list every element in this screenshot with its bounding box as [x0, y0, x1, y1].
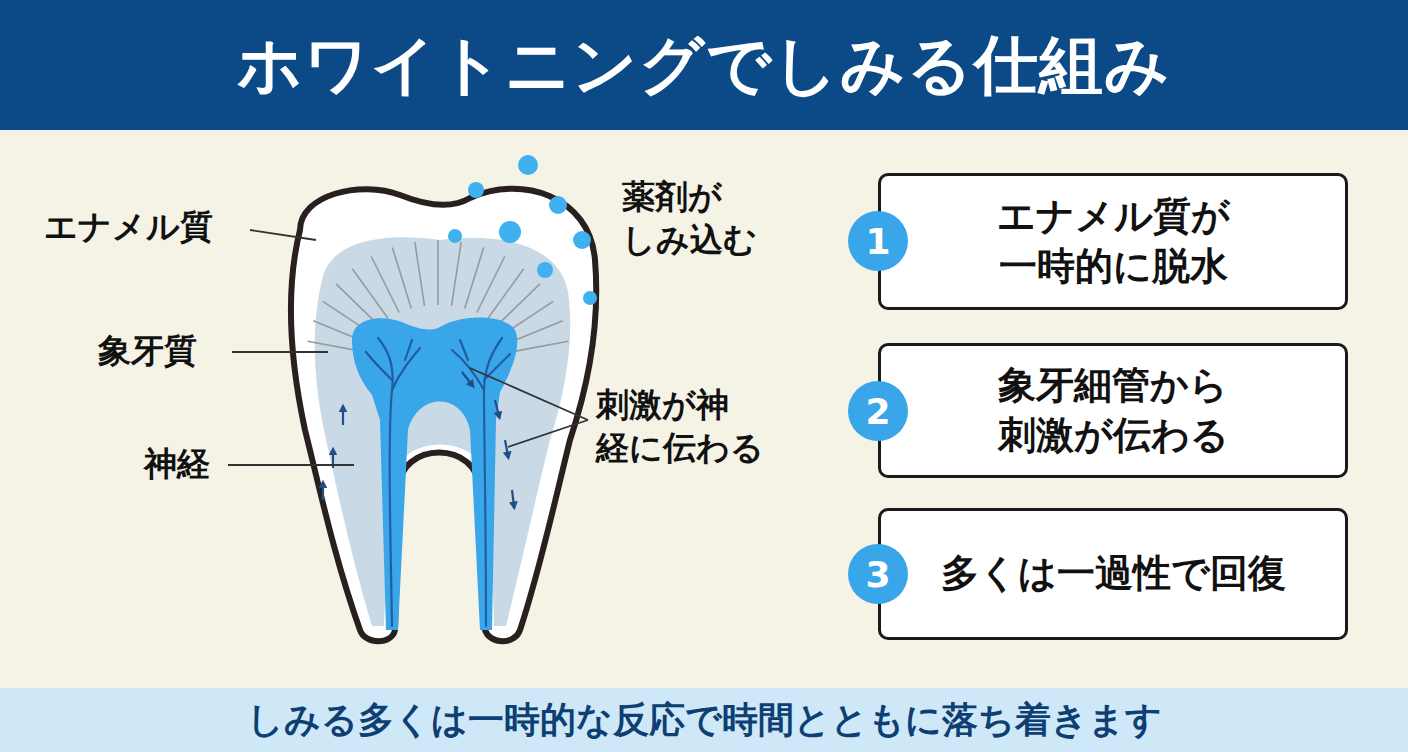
number-text: 2: [865, 391, 890, 432]
step-text: 多くは一過性で回復: [941, 549, 1286, 598]
number-text: 3: [865, 554, 890, 595]
step-box: 多くは一過性で回復: [878, 508, 1348, 640]
callout-number: 2: [848, 381, 908, 441]
callout-number: 1: [848, 211, 908, 271]
title: ホワイトニングでしみる仕組み: [237, 22, 1171, 109]
part-label: 神経: [144, 443, 210, 486]
pulp: [352, 317, 517, 630]
caption: しみる多くは一時的な反応で時間とともに落ち着きます: [247, 696, 1162, 745]
number-text: 1: [865, 221, 890, 262]
part-label: 象牙質: [98, 330, 197, 373]
step-text: 象牙細管から 刺激が伝わる: [998, 361, 1229, 460]
caption-band: しみる多くは一時的な反応で時間とともに落ち着きます: [0, 688, 1408, 752]
dentin: [315, 237, 571, 626]
part-label: エナメル質: [44, 206, 213, 249]
step-text: エナメル質が 一時的に脱水: [997, 192, 1230, 291]
note-label: 薬剤が しみ込む: [622, 176, 757, 262]
step-box: 象牙細管から 刺激が伝わる: [878, 343, 1348, 478]
callout-number: 3: [848, 544, 908, 604]
title-band: ホワイトニングでしみる仕組み: [0, 0, 1408, 130]
note-label: 刺激が神 経に伝わる: [596, 384, 764, 470]
enamel: [291, 189, 596, 641]
step-box: エナメル質が 一時的に脱水: [878, 173, 1348, 310]
